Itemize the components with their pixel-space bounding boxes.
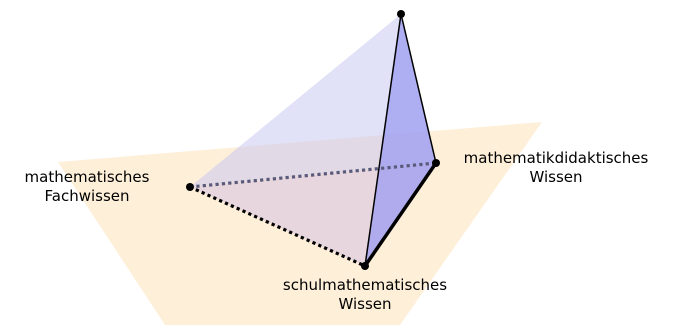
edge-didaktik-schulmathe bbox=[363, 162, 438, 267]
vertex-fachwissen bbox=[186, 183, 194, 191]
label-schulmathe: schulmathematisches Wissen bbox=[255, 276, 475, 314]
hidden-edge-fach-schulmathe bbox=[189, 185, 366, 268]
vertex-schulmathe bbox=[361, 262, 369, 270]
edge-apex-didaktik bbox=[400, 13, 437, 164]
label-didaktik-line2: Wissen bbox=[529, 168, 583, 186]
label-didaktik-line1: mathematikdidaktisches bbox=[463, 149, 649, 167]
label-schulmathe-line1: schulmathematisches bbox=[282, 276, 448, 294]
label-fachwissen-line2: Fachwissen bbox=[44, 187, 130, 205]
edge-apex-schulmathe bbox=[364, 13, 402, 267]
vertex-didaktik bbox=[432, 159, 440, 167]
label-didaktik: mathematikdidaktisches Wissen bbox=[440, 149, 672, 187]
face-front bbox=[365, 14, 436, 266]
label-fachwissen: mathematisches Fachwissen bbox=[0, 168, 174, 206]
face-back bbox=[190, 14, 436, 187]
label-fachwissen-line1: mathematisches bbox=[24, 168, 150, 186]
hidden-edge-fach-didaktik bbox=[189, 161, 437, 189]
vertex-apex bbox=[397, 10, 405, 18]
label-schulmathe-line2: Wissen bbox=[338, 295, 392, 313]
